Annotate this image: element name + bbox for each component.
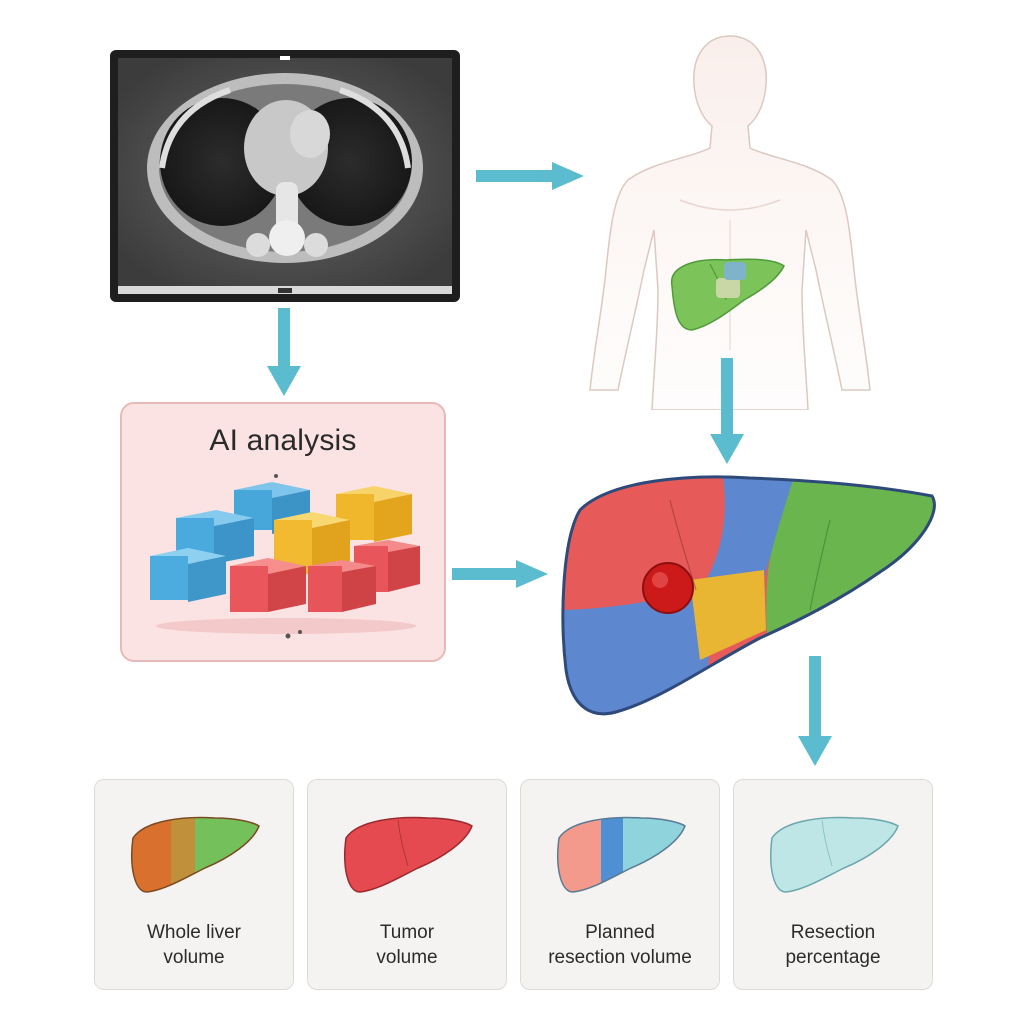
ai-analysis-panel: AI analysis [120, 402, 446, 662]
arrow-down-icon [267, 308, 301, 398]
tumor-marker [642, 562, 694, 614]
metric-label: Planned resection volume [548, 922, 692, 968]
metric-card-whole-liver-volume: Whole liver volume [94, 779, 294, 990]
ai-analysis-title: AI analysis [209, 424, 357, 457]
liver-icon [131, 816, 260, 893]
human-body-figure [580, 30, 880, 411]
metric-card-tumor-volume: Tumor volume [307, 779, 507, 990]
metric-card-planned-resection-volume: Planned resection volume [520, 779, 720, 990]
metric-label: Resection percentage [785, 922, 881, 968]
metric-label: Whole liver volume [147, 922, 241, 968]
arrow-right-icon [476, 162, 586, 190]
metric-card-resection-percentage: Resection percentage [733, 779, 933, 990]
liver-icon [557, 816, 686, 893]
liver-icon [344, 816, 473, 893]
arrow-down-icon [798, 656, 832, 768]
data-cubes-icon [136, 470, 436, 650]
ct-scan-monitor [110, 50, 460, 302]
metric-label: Tumor volume [376, 922, 438, 968]
segmented-liver-illustration [550, 460, 950, 730]
liver-icon [770, 816, 899, 893]
arrow-down-icon [710, 358, 744, 466]
arrow-right-icon [452, 560, 552, 588]
